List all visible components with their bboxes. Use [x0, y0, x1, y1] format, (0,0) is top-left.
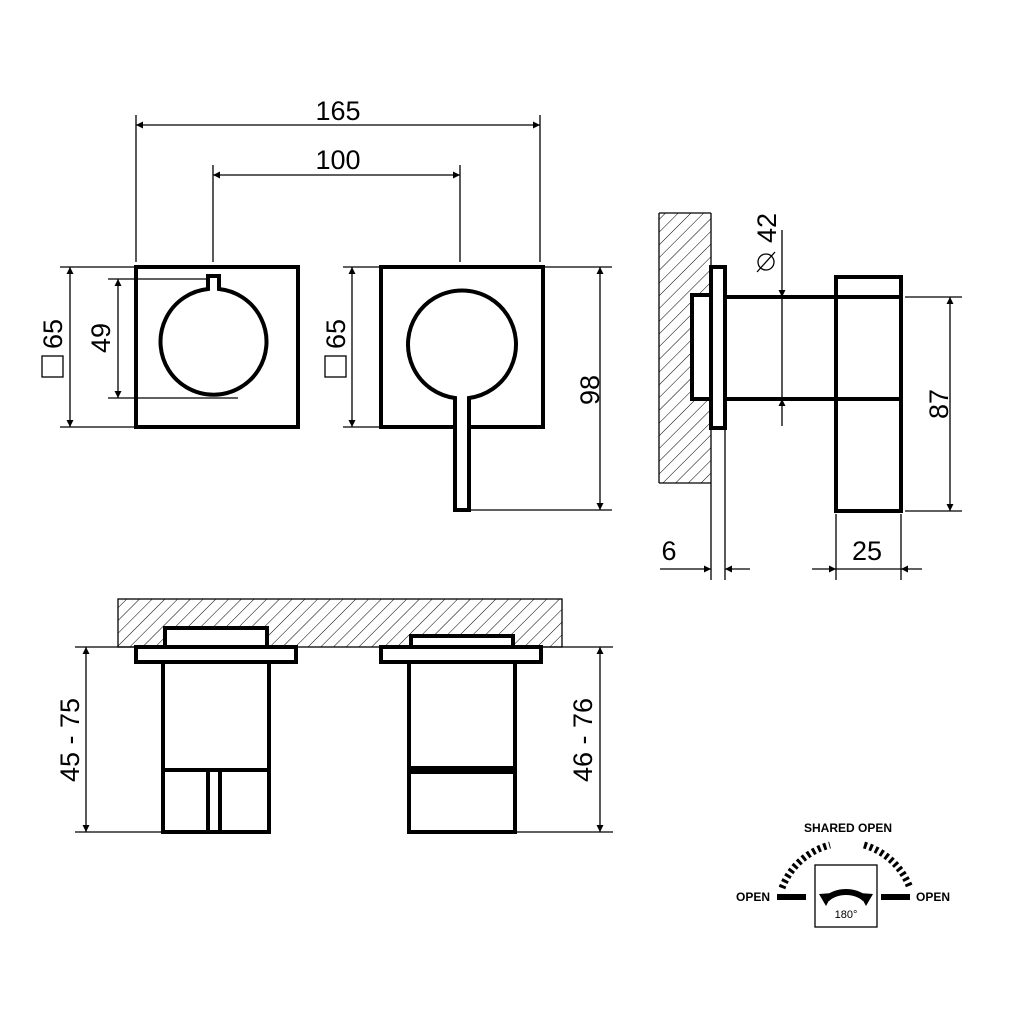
side-recess	[690, 293, 713, 401]
dim-handle-depth: 25	[852, 536, 882, 566]
top-view: 45 - 75 46 - 76	[55, 598, 613, 834]
label-open-left: OPEN	[736, 890, 770, 904]
left-dial	[158, 274, 269, 397]
top-left-plate	[134, 645, 298, 664]
label-shared-open: SHARED OPEN	[804, 821, 892, 835]
dim-plate-size-left: 65	[38, 319, 68, 349]
dim-plate-thickness: 6	[661, 536, 676, 566]
square-symbol-right	[324, 355, 347, 378]
dim-body-height: 87	[924, 389, 954, 419]
top-right-lever	[407, 770, 517, 834]
dim-knob-diameter: 42	[752, 213, 782, 243]
dim-dial-height: 49	[86, 323, 116, 353]
side-plate	[709, 265, 727, 430]
dim-total-height: 98	[575, 375, 605, 405]
label-rotation: 180°	[835, 909, 858, 921]
square-symbol-left	[41, 355, 64, 378]
label-open-right: OPEN	[916, 890, 950, 904]
dim-depth-left: 45 - 75	[55, 698, 85, 782]
side-view: 42 87 6 25	[658, 212, 962, 580]
dim-center-distance: 100	[315, 145, 360, 175]
dim-overall-width: 165	[315, 96, 360, 126]
top-left-recess	[163, 626, 269, 649]
diameter-symbol	[757, 253, 775, 271]
right-lever	[406, 288, 518, 512]
front-view: 165 100 65 49 65 98	[38, 96, 612, 512]
dim-depth-right: 46 - 76	[568, 698, 598, 782]
top-right-plate	[379, 645, 543, 664]
arc-dashed-left	[778, 841, 831, 890]
rotation-legend: SHARED OPEN OPEN OPEN 180°	[736, 821, 950, 928]
top-left-stem	[206, 768, 222, 834]
dim-plate-size-right: 65	[321, 319, 351, 349]
arc-dashed-right	[862, 841, 914, 890]
top-right-body	[407, 660, 517, 770]
side-handle	[834, 275, 903, 513]
top-left-body	[161, 660, 271, 772]
side-body	[723, 295, 838, 401]
